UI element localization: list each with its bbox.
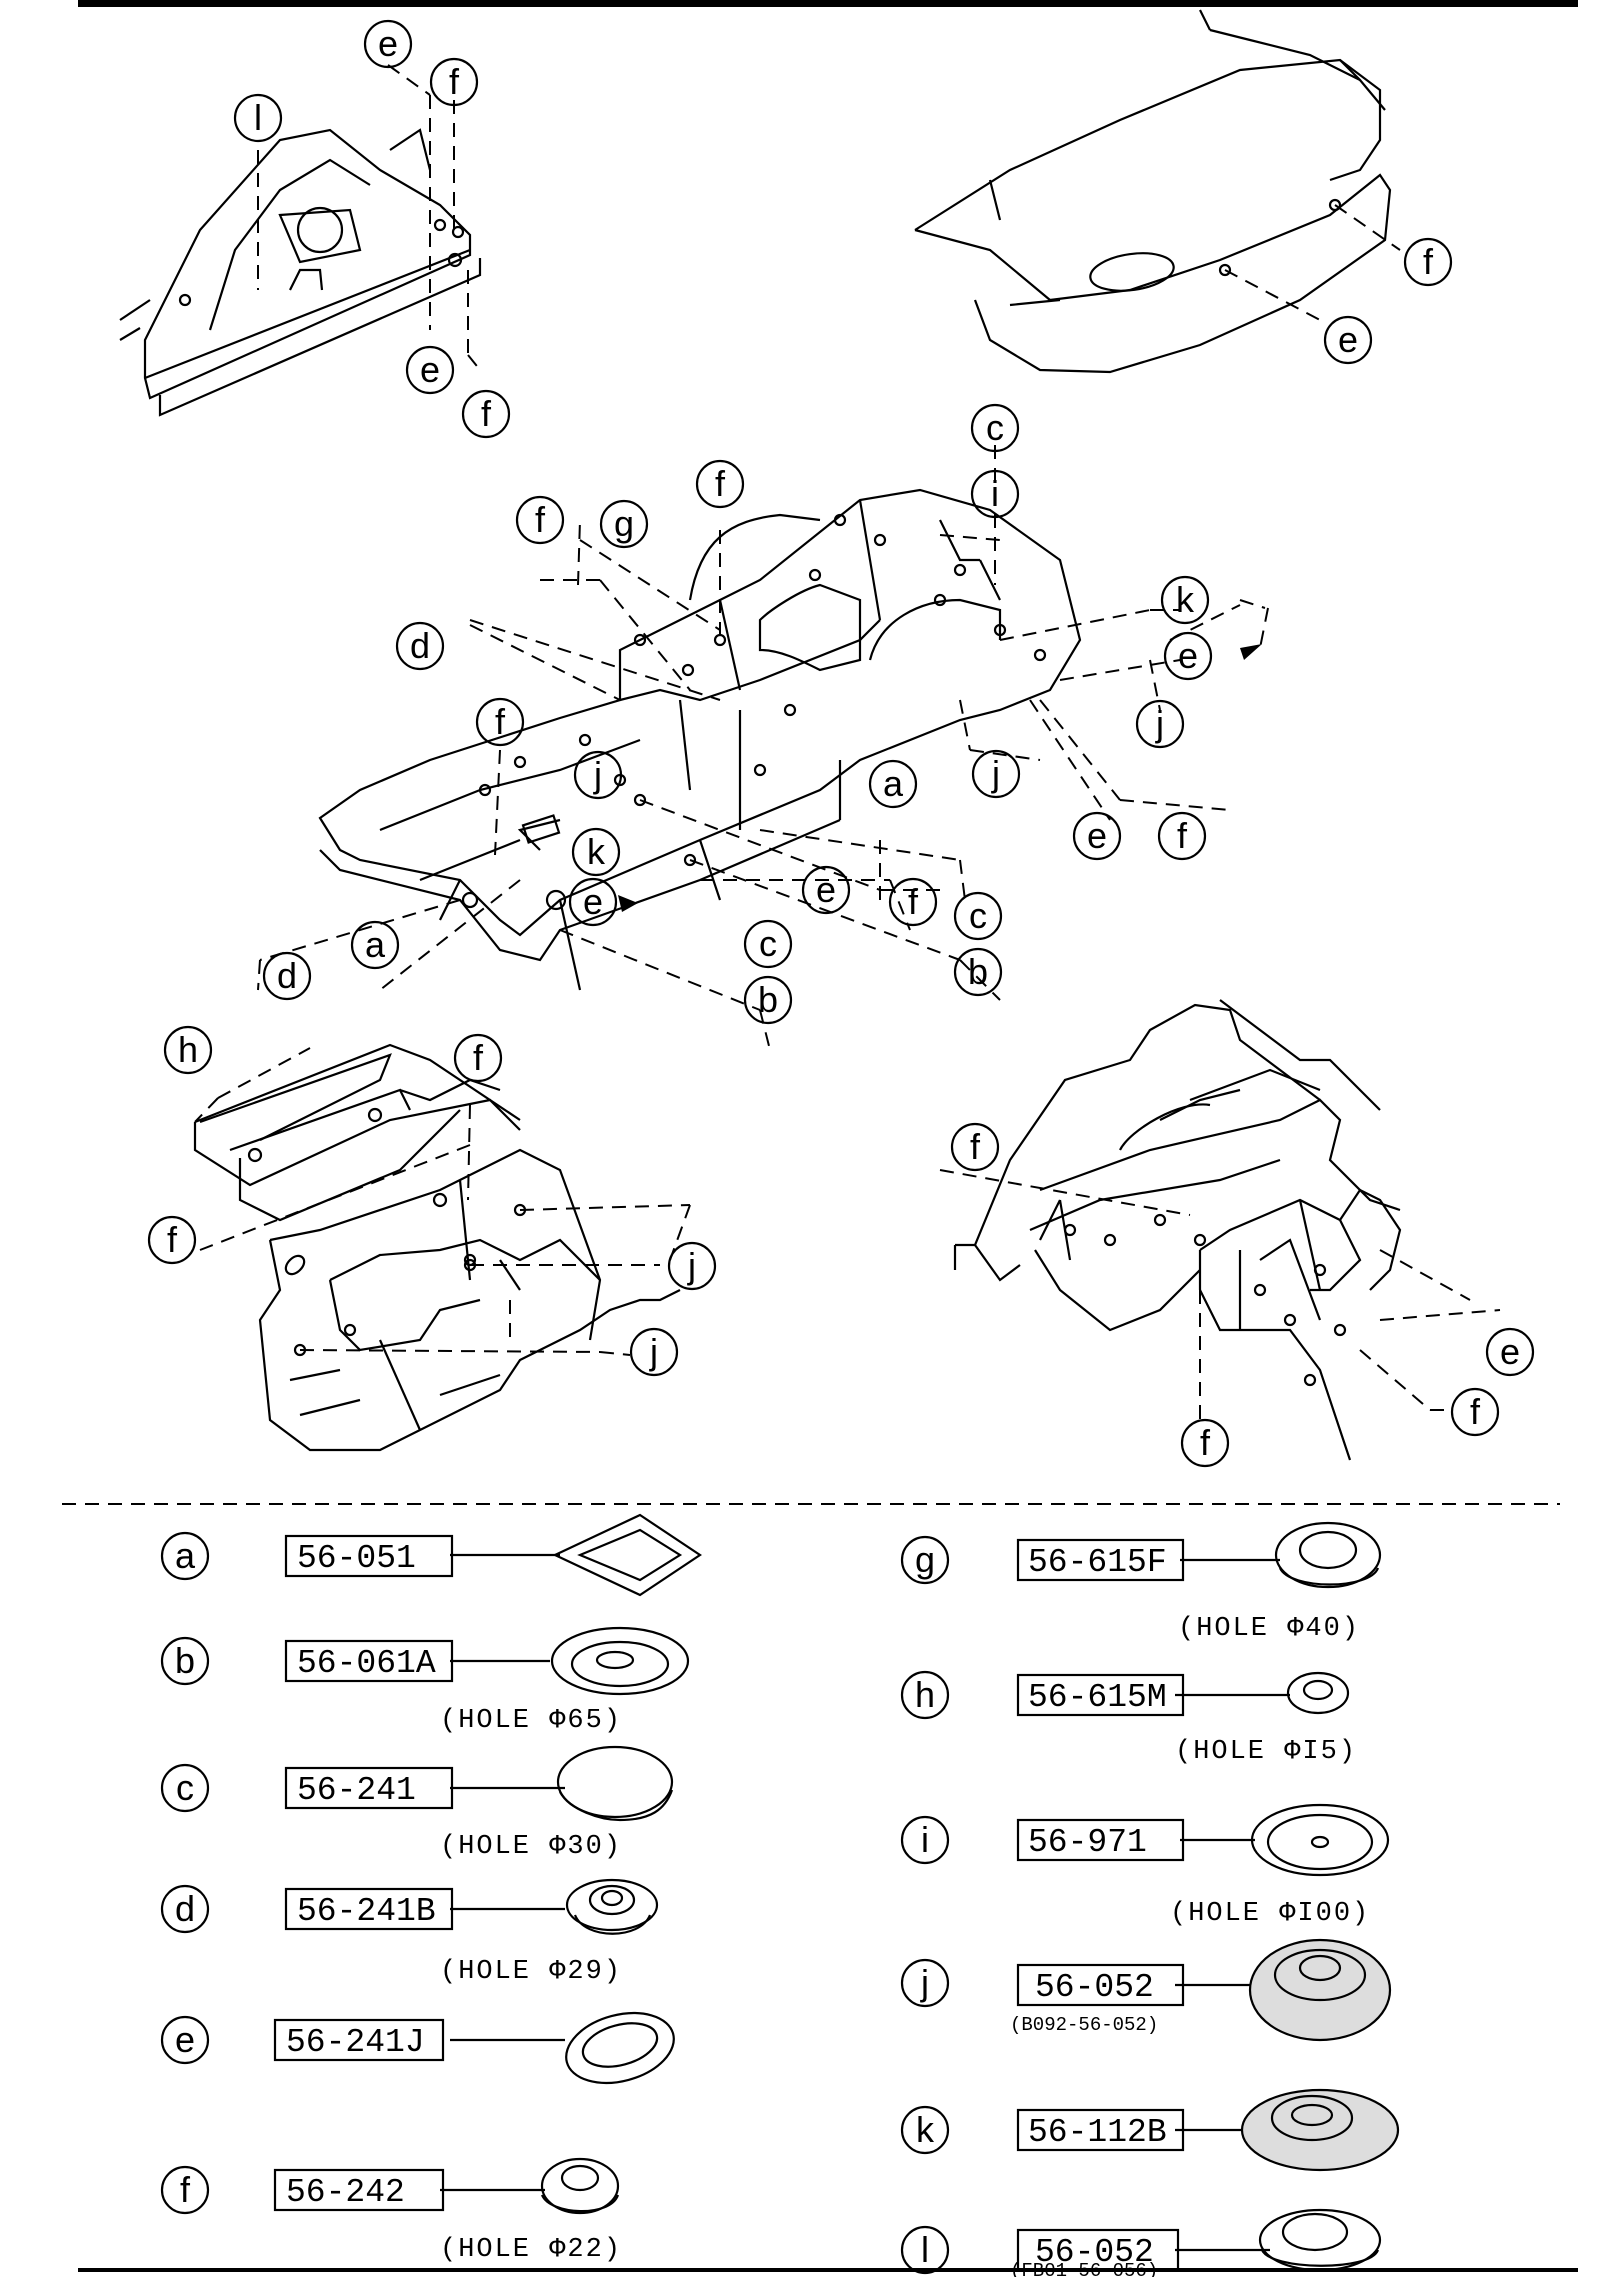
middle-leader-lines (257, 445, 1269, 1051)
part-number-a: 56-051 (297, 1540, 416, 1577)
legend-left-text: a 56-051 b 56-061A (HOLE Φ65) c 56-241 (… (175, 1535, 622, 2265)
callout-letter: k (587, 831, 606, 872)
callout-letter: d (410, 625, 430, 666)
legend-letter-e: e (175, 2019, 195, 2060)
hole-size-d: (HOLE Φ29) (440, 1957, 622, 1987)
legend-letter-i: i (921, 1819, 929, 1860)
callout-letter: k (1176, 579, 1195, 620)
arrowhead (1240, 644, 1262, 660)
hole-size-f: (HOLE Φ22) (440, 2235, 622, 2265)
callout-letter: b (968, 951, 988, 992)
callout-letter: c (969, 895, 987, 936)
part-number-d: 56-241B (297, 1893, 436, 1930)
callout-letter: f (535, 499, 546, 540)
callout-letter: a (365, 924, 386, 965)
callout-letter: j (991, 753, 1000, 794)
legend-letter-f: f (180, 2169, 191, 2210)
callout-letter: e (1087, 815, 1107, 856)
callout-letter: e (420, 349, 440, 390)
legend-letter-b: b (175, 1640, 195, 1681)
legend-letter-l: l (921, 2229, 929, 2270)
part-number-l: 56-052 (1035, 2234, 1154, 2271)
callout-letter: f (908, 881, 919, 922)
hole-size-g: (HOLE Φ40) (1178, 1614, 1360, 1644)
legend-letter-h: h (915, 1674, 935, 1715)
callout-letter: j (1155, 703, 1164, 744)
legend-left-shapes (440, 1513, 702, 2215)
callout-letter: e (1178, 635, 1198, 676)
callouts-lower-right: f e f f (950, 1122, 1535, 1468)
legend-letter-d: d (175, 1888, 195, 1929)
legend-right-part-boxes (1016, 1538, 1185, 2272)
callout-letter: g (614, 503, 634, 544)
part-number-j: 56-052 (1035, 1969, 1154, 2006)
legend-letter-g: g (915, 1539, 935, 1580)
lower-right-side-member-drawing (953, 999, 1402, 1461)
legend-right-shapes (1175, 1521, 1400, 2272)
top-left-wheelhouse-drawing (119, 128, 482, 417)
callout-letter: b (758, 979, 778, 1020)
part-number-f: 56-242 (286, 2174, 405, 2211)
callout-letter: h (178, 1029, 198, 1070)
callout-letter: f (1177, 815, 1188, 856)
callout-letter: f (495, 701, 506, 742)
callout-letter: f (1470, 1391, 1481, 1432)
callouts-top-right: f e (1323, 237, 1453, 365)
callouts-middle: c i f g f k e d j f j a j k e e f a e f … (262, 403, 1213, 1025)
callout-letter: j (593, 754, 602, 795)
part-number-h: 56-615M (1028, 1679, 1167, 1716)
part-number-e: 56-241J (286, 2024, 425, 2061)
callout-letter: f (473, 1037, 484, 1078)
part-subnumber-l: (FB01-56-056) (1010, 2260, 1158, 2277)
callout-letter: e (378, 23, 398, 64)
top-border-line (78, 0, 1578, 7)
part-subnumber-j: (B092-56-052) (1010, 2014, 1158, 2036)
callout-letter: e (583, 881, 603, 922)
callout-letter: f (970, 1126, 981, 1167)
callout-letter: f (449, 61, 460, 102)
part-number-i: 56-971 (1028, 1824, 1147, 1861)
top-right-rear-body-drawing (914, 9, 1392, 374)
lower-left-front-floor-drawing (193, 1043, 681, 1452)
callout-letter: e (1500, 1331, 1520, 1372)
callout-letter: d (277, 955, 297, 996)
callout-letter: e (816, 869, 836, 910)
middle-floor-pan-drawing (318, 488, 1082, 991)
callout-letter: c (986, 407, 1004, 448)
hole-size-h: (HOLE ΦI5) (1175, 1737, 1357, 1767)
callout-letter: f (481, 393, 492, 434)
callout-letter: f (1423, 241, 1434, 282)
callout-letter: f (715, 463, 726, 504)
part-number-b: 56-061A (297, 1645, 436, 1682)
legend-circles (160, 1531, 950, 2275)
legend-right-text: g 56-615F (HOLE Φ40) h 56-615M (HOLE ΦI5… (915, 1539, 1370, 2277)
callouts-top-left: l e f e f (233, 19, 511, 439)
legend-left-part-boxes (273, 1534, 454, 2212)
callout-letter: a (883, 763, 904, 804)
callout-letter: e (1338, 319, 1358, 360)
callout-letter: j (687, 1245, 696, 1286)
callout-letter: c (759, 923, 777, 964)
legend-letter-j: j (920, 1962, 929, 2003)
callout-letter: f (167, 1219, 178, 1260)
legend-letter-k: k (916, 2109, 935, 2150)
callouts-lower-left: h f f j j (147, 1025, 717, 1377)
hole-size-b: (HOLE Φ65) (440, 1706, 622, 1736)
part-number-c: 56-241 (297, 1772, 416, 1809)
part-number-g: 56-615F (1028, 1544, 1167, 1581)
callout-letter: i (991, 473, 999, 514)
hole-size-c: (HOLE Φ30) (440, 1832, 622, 1862)
arrowhead (618, 895, 638, 912)
legend-letter-a: a (175, 1535, 196, 1576)
callout-letter: f (1200, 1422, 1211, 1463)
callout-letter: j (649, 1331, 658, 1372)
legend-letter-c: c (176, 1767, 194, 1808)
hole-size-i: (HOLE ΦI00) (1170, 1899, 1370, 1929)
part-number-k: 56-112B (1028, 2114, 1167, 2151)
callout-letter: l (254, 97, 262, 138)
